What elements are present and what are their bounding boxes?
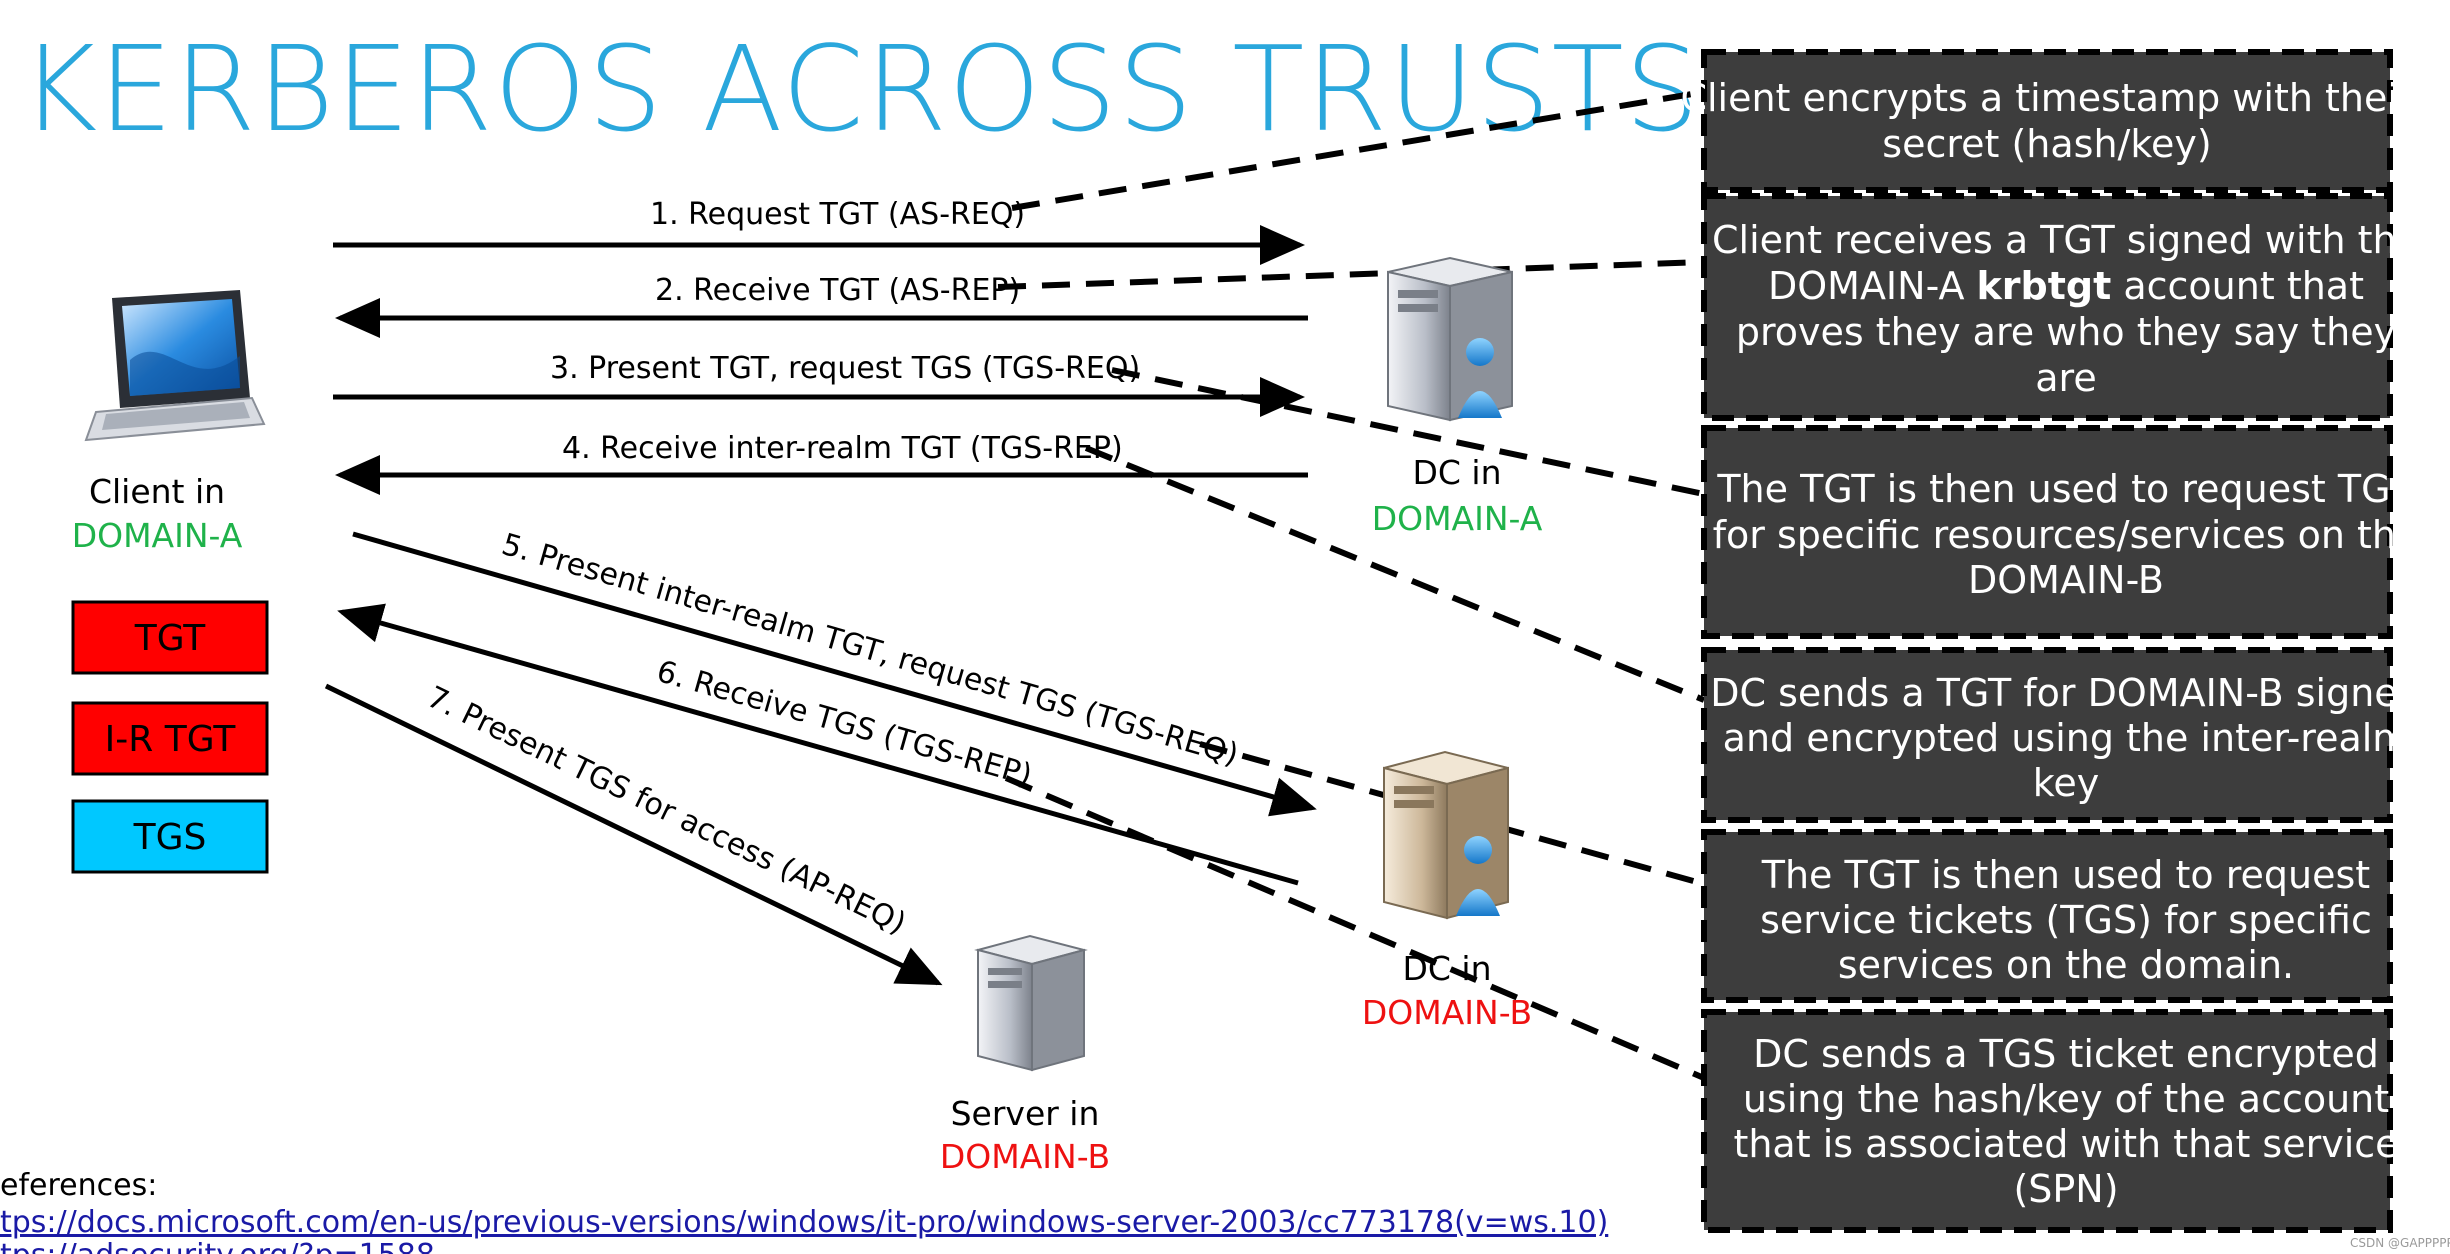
note-2-line-2-pre: DOMAIN-A — [1768, 264, 1977, 308]
note-5-line-2: service tickets (TGS) for specific — [1760, 898, 2372, 942]
note-5-line-3: services on the domain. — [1838, 943, 2294, 987]
note-2-line-2: DOMAIN-A krbtgt account that — [1768, 264, 2364, 308]
arrow-step-7 — [324, 683, 943, 986]
note-4: DC sends a TGT for DOMAIN-B signed and e… — [1701, 647, 2422, 823]
note-2-line-1: Client receives a TGT signed with the — [1712, 218, 2420, 262]
server-icon — [974, 934, 1088, 1072]
note-6-line-3: that is associated with that service — [1733, 1122, 2398, 1166]
note-connectors — [997, 89, 1706, 1081]
client-label: Client in — [89, 472, 225, 511]
step-1-label: 1. Request TGT (AS-REQ) — [650, 197, 1025, 232]
server-label: Server in — [951, 1094, 1100, 1133]
note-6-line-4: (SPN) — [2013, 1167, 2118, 1211]
note-6-line-1: DC sends a TGS ticket encrypted — [1753, 1032, 2379, 1076]
connector-2 — [997, 259, 1705, 290]
ticket-tgs-label: TGS — [133, 817, 207, 858]
dc-a-domain: DOMAIN-A — [1372, 499, 1543, 538]
note-2: Client receives a TGT signed with the DO… — [1701, 193, 2420, 421]
step-3-label: 3. Present TGT, request TGS (TGS-REQ) — [550, 351, 1140, 386]
note-6-line-2: using the hash/key of the account — [1743, 1077, 2389, 1121]
note-3-line-2: for specific resources/services on the — [1713, 513, 2420, 557]
connector-3 — [1111, 367, 1705, 497]
references: eferences: tps://docs.microsoft.com/en-u… — [0, 1168, 1608, 1254]
server-domain: DOMAIN-B — [940, 1137, 1110, 1176]
note-1-line-1: Client encrypts a timestamp with their — [1680, 76, 2413, 120]
arrow-step-5 — [352, 531, 1317, 817]
arrow-step-6 — [337, 603, 1299, 886]
note-4-line-1: DC sends a TGT for DOMAIN-B signed — [1710, 671, 2422, 715]
laptop-icon — [84, 290, 266, 442]
ticket-tgt-label: TGT — [134, 618, 207, 659]
note-6: DC sends a TGS ticket encrypted using th… — [1701, 1009, 2399, 1233]
ticket-tgt-box — [71, 600, 269, 675]
connector-1 — [1011, 89, 1705, 211]
domain-controller-a-icon — [1387, 256, 1513, 422]
connector-4 — [1084, 445, 1706, 703]
note-1-line-2: secret (hash/key) — [1882, 122, 2211, 166]
ticket-irtgt-box — [71, 701, 269, 776]
dc-a-label: DC in — [1412, 453, 1501, 492]
dc-b-label: DC in — [1402, 949, 1491, 988]
ticket-irtgt-label: I-R TGT — [105, 719, 237, 760]
message-arrows — [324, 225, 1317, 986]
dc-b-domain: DOMAIN-B — [1362, 993, 1532, 1032]
step-4-label: 4. Receive inter-realm TGT (TGS-REP) — [562, 431, 1123, 466]
note-boxes: Client encrypts a timestamp with their s… — [1680, 49, 2422, 1233]
page-title: KERBEROS ACROSS TRUSTS — [20, 20, 1701, 158]
references-label: eferences: — [0, 1168, 157, 1203]
connector-6 — [1004, 775, 1706, 1081]
note-4-line-3: key — [2033, 761, 2100, 805]
note-2-line-3: proves they are who they say they — [1736, 310, 2396, 354]
note-2-line-2-post: account that — [2111, 264, 2364, 308]
note-2-line-4: are — [2035, 356, 2096, 400]
note-5: The TGT is then used to request service … — [1701, 829, 2393, 1003]
ticket-tgs-box — [71, 799, 269, 874]
note-5-line-1: The TGT is then used to request — [1761, 853, 2370, 897]
note-3-line-1: The TGT is then used to request TGS — [1716, 467, 2414, 511]
note-2-krbtgt: krbtgt — [1977, 264, 2112, 308]
client-domain: DOMAIN-A — [72, 516, 243, 555]
ticket-legend: TGT I-R TGT TGS — [71, 600, 269, 874]
note-3-line-3: DOMAIN-B — [1968, 558, 2164, 602]
step-2-label: 2. Receive TGT (AS-REP) — [655, 273, 1020, 308]
reference-link-2[interactable]: tps://adsecurity.org/?p=1588 — [0, 1238, 435, 1254]
note-3: The TGT is then used to request TGS for … — [1701, 425, 2420, 639]
note-4-line-2: and encrypted using the inter-realm — [1723, 716, 2410, 760]
watermark: CSDN @GAPPPPP — [2350, 1236, 2450, 1250]
note-1: Client encrypts a timestamp with their s… — [1680, 49, 2414, 193]
domain-controller-b-icon — [1383, 750, 1509, 920]
reference-link-1[interactable]: tps://docs.microsoft.com/en-us/previous-… — [0, 1205, 1608, 1240]
